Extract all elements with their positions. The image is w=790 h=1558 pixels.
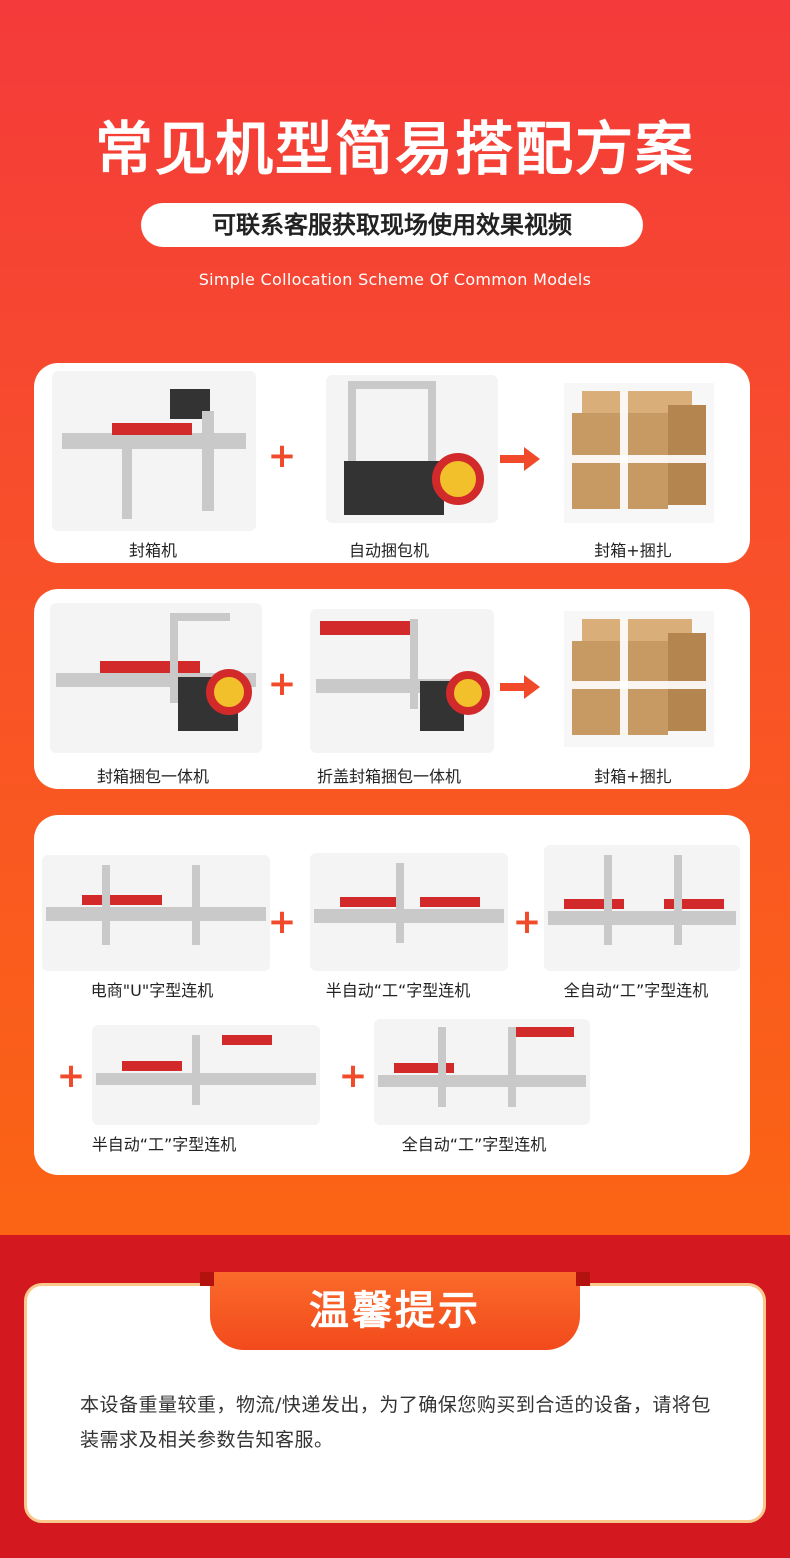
plus-icon: + xyxy=(267,902,297,942)
carton-sealer-image xyxy=(52,371,256,531)
combo-item-label: 全自动“工”字型连机 xyxy=(563,981,709,1000)
combo-card-3: + + 电商"U"字型连机 半自动“工“字型连机 全自动“工”字型连机 + + … xyxy=(34,815,750,1175)
combo-card-2: + 封箱捆包一体机 折盖封箱捆包一体机 封箱+捆扎 xyxy=(34,589,750,789)
notice-text: 本设备重量较重，物流/快递发出，为了确保您购买到合适的设备，请将包装需求及相关参… xyxy=(80,1394,711,1451)
strapped-box-image xyxy=(564,611,714,747)
combo-item-label: 半自动“工“字型连机 xyxy=(325,981,471,1000)
combo-item-label: 封箱+捆扎 xyxy=(594,541,672,560)
plus-icon: + xyxy=(56,1056,86,1096)
arrow-right-icon xyxy=(500,675,540,699)
combo-item-label: 封箱+捆扎 xyxy=(594,767,672,786)
combo-item-label: 自动捆包机 xyxy=(348,541,429,560)
combo-item-label: 封箱捆包一体机 xyxy=(96,767,209,786)
english-subtitle: Simple Collocation Scheme Of Common Mode… xyxy=(198,270,592,289)
flap-folding-sealer-strapper-image xyxy=(310,609,494,753)
combo-item-label: 全自动“工”字型连机 xyxy=(401,1135,547,1154)
semi-auto-h-line-image xyxy=(310,853,508,971)
strapped-box-image xyxy=(564,383,714,523)
u-line-image xyxy=(42,855,270,971)
full-auto-h-line-image xyxy=(374,1019,590,1125)
contact-service-pill: 可联系客服获取现场使用效果视频 xyxy=(141,203,643,247)
plus-icon: + xyxy=(338,1056,368,1096)
plus-icon: + xyxy=(267,664,297,704)
strapping-machine-image xyxy=(326,375,498,523)
plus-icon: + xyxy=(267,436,297,476)
arrow-right-icon xyxy=(500,447,540,471)
combo-card-1: + 封箱机 自动捆包机 封箱+捆扎 xyxy=(34,363,750,563)
full-auto-h-line-image xyxy=(544,845,740,971)
plus-icon: + xyxy=(512,902,542,942)
combo-item-label: 半自动“工”字型连机 xyxy=(91,1135,237,1154)
combo-item-label: 封箱机 xyxy=(128,541,177,560)
combo-item-label: 电商"U"字型连机 xyxy=(90,981,214,1000)
combo-item-label: 折盖封箱捆包一体机 xyxy=(316,767,461,786)
sealing-strapping-machine-image xyxy=(50,603,262,753)
semi-auto-h-line-image xyxy=(92,1025,320,1125)
page-title: 常见机型简易搭配方案 xyxy=(94,115,695,183)
notice-title: 温馨提示 xyxy=(200,1272,590,1350)
